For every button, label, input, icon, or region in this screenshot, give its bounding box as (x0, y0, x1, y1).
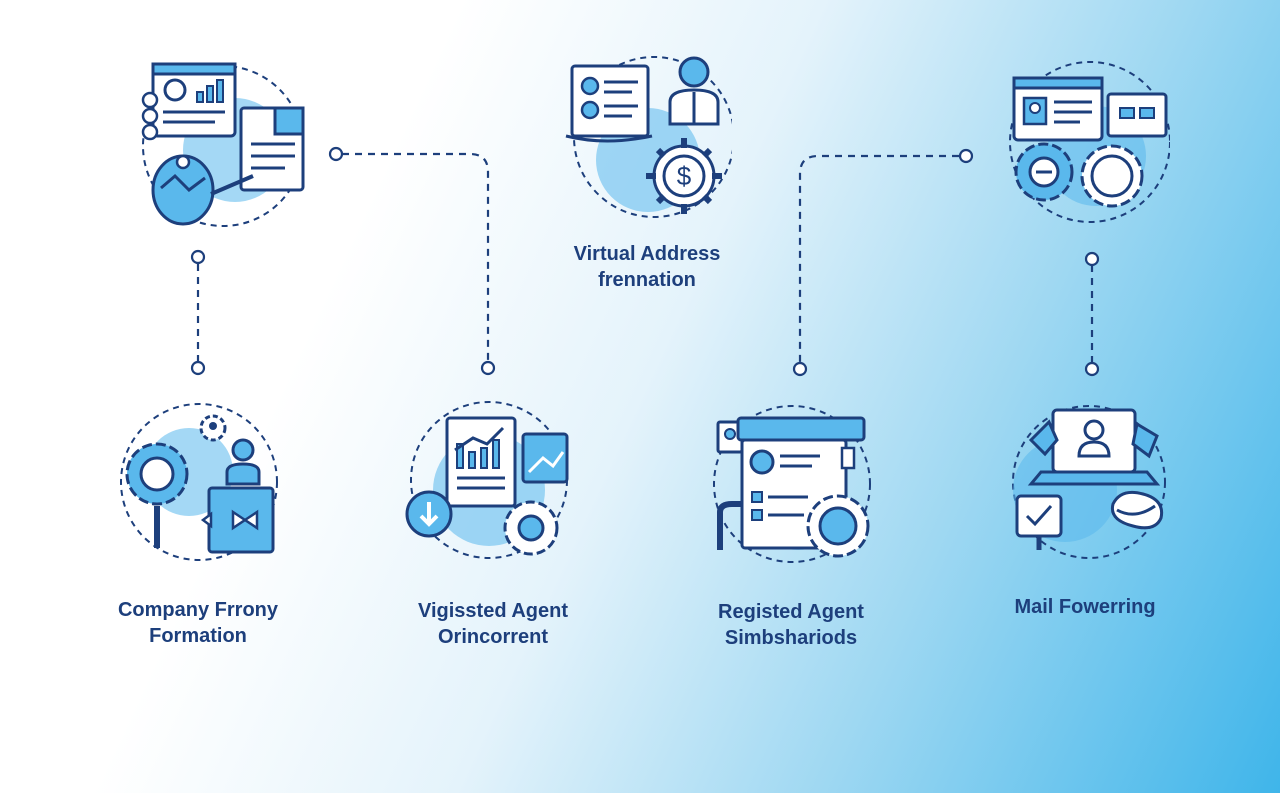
connector-dot (190, 249, 206, 265)
label-bottom-2: Vigissted Agent Orincorrent (363, 598, 623, 650)
connector-dot (1084, 251, 1100, 267)
connector-dot (190, 360, 206, 376)
label-bottom-3: Registed Agent Simbshariods (661, 599, 921, 651)
node-top-right (1000, 58, 1170, 228)
invoice-dollar-gear-icon: $ (565, 56, 732, 218)
node-bottom-2 (403, 400, 573, 570)
label-bottom-1: Company Frrony Formation (68, 597, 328, 649)
node-bottom-1 (113, 402, 283, 572)
svg-text:$: $ (677, 161, 692, 191)
browser-gears-icon (1009, 61, 1170, 223)
node-bottom-3 (708, 400, 878, 570)
label-line: Virtual Address (573, 243, 721, 265)
label-top-center: Virtual Address frennation (517, 241, 777, 293)
node-top-center: $ (562, 52, 732, 222)
label-line: Company Frrony (117, 599, 279, 621)
connector-top-left-to-bottom-2 (342, 152, 490, 362)
report-chart-gear-icon (405, 401, 569, 559)
connector-top-right-to-bottom-3 (798, 154, 959, 362)
label-line: Mail Fowerring (1014, 596, 1156, 618)
connector-dot (328, 146, 344, 162)
gear-magnifier-person-icon (120, 403, 278, 561)
label-line: Registed Agent (718, 601, 864, 623)
label-line: Vigissted Agent (417, 600, 569, 622)
connector-dot (958, 148, 974, 164)
label-line: frennation (598, 269, 696, 291)
label-bottom-4: Mail Fowerring (955, 594, 1215, 620)
connector-dot (1084, 361, 1100, 377)
label-line: Orincorrent (437, 626, 549, 648)
node-bottom-4 (1005, 400, 1175, 570)
label-line: Simbshariods (724, 627, 858, 649)
profile-document-gear-icon (713, 405, 871, 563)
label-line: Formation (149, 625, 247, 647)
connector-dot (480, 360, 496, 376)
node-top-left (135, 58, 305, 228)
dashboard-document-icon (141, 62, 305, 227)
connector-dot (792, 361, 808, 377)
laptop-mail-icon (1012, 405, 1166, 559)
